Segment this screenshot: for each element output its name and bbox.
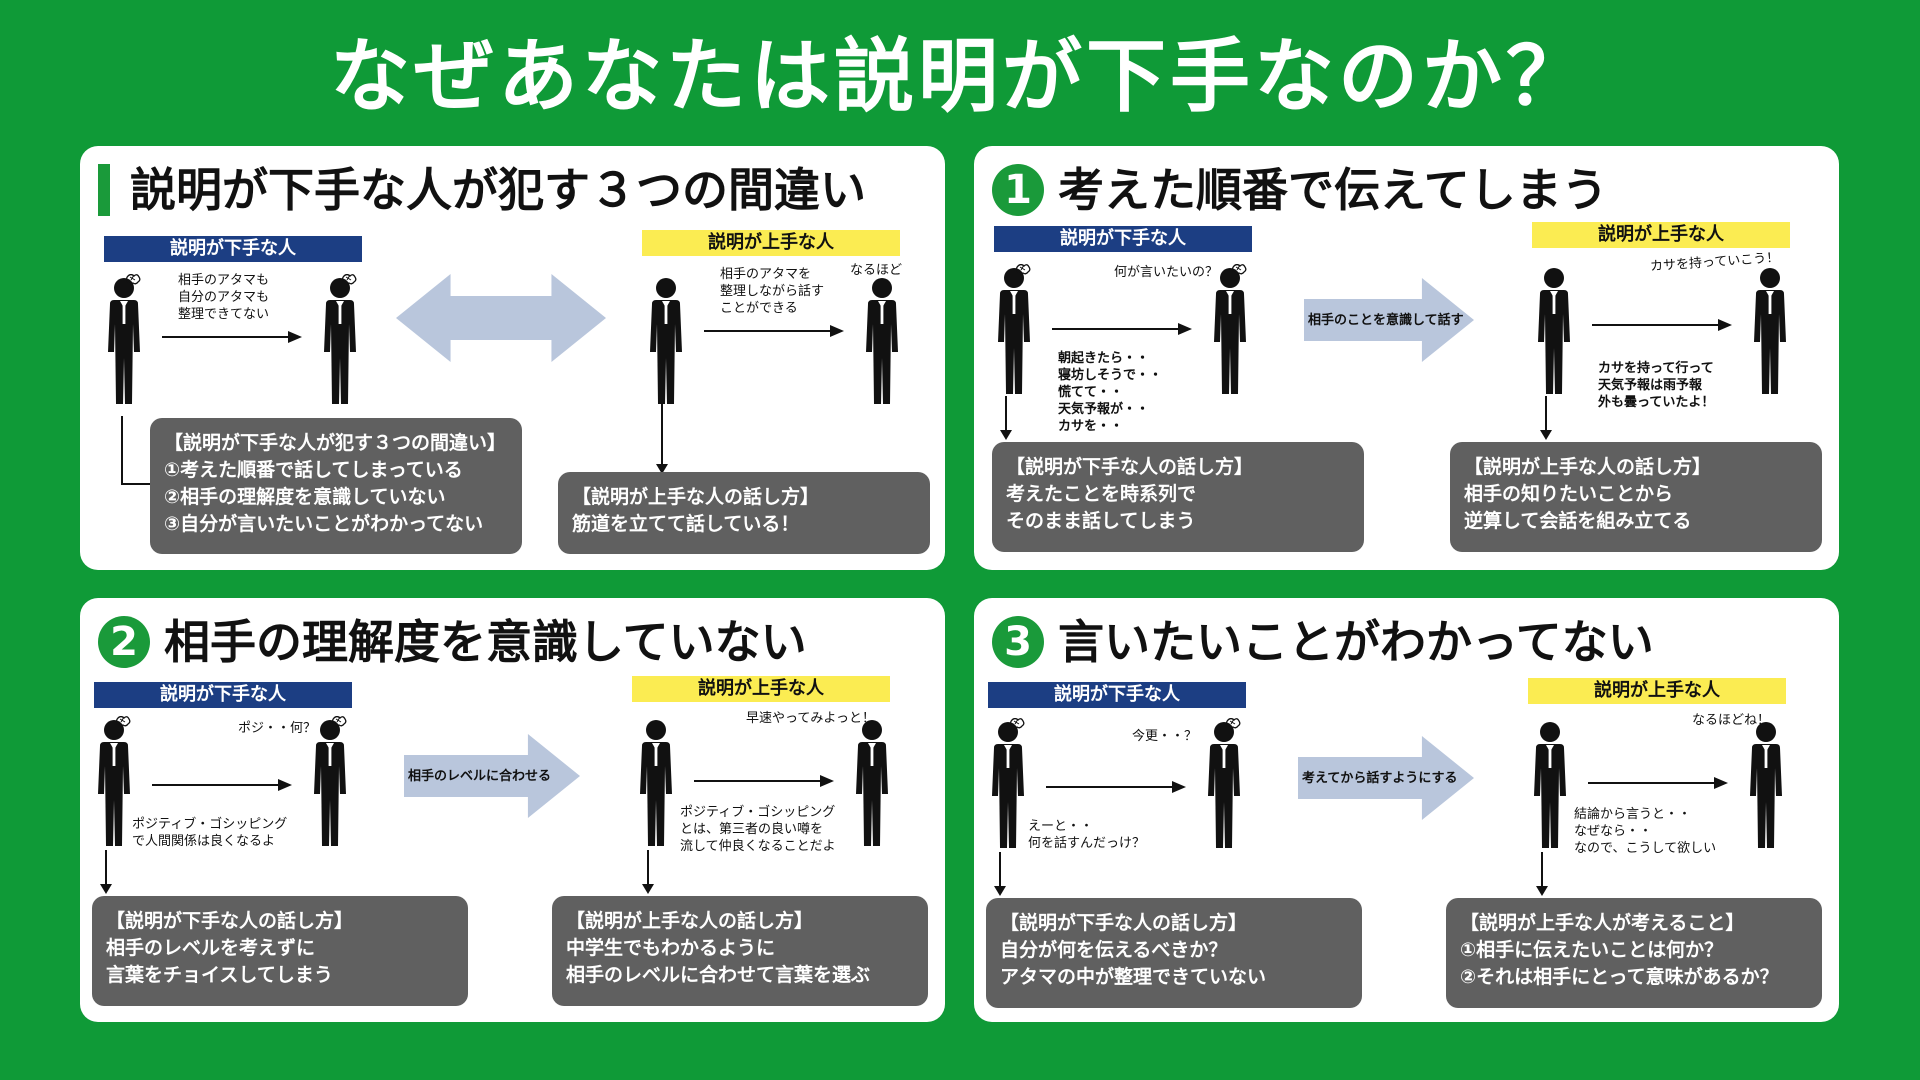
speech-text: 結論から言うと・・なぜなら・・なので、こうして欲しい — [1574, 807, 1717, 856]
page-title: なぜあなたは説明が下手なのか？ — [330, 30, 1590, 123]
speech-text: ポジティブ・ゴシッピングで人間関係は良くなるよ — [132, 817, 288, 849]
right-arrow-icon — [1046, 780, 1186, 794]
bad-speaker-label: 説明が下手な人 — [988, 682, 1246, 708]
right-big-arrow-icon — [404, 734, 580, 818]
heading-bar-mark — [98, 164, 110, 216]
bad-way-box: 【説明が下手な人の話し方】考えたことを時系列でそのまま話してしまう — [992, 442, 1364, 552]
down-arrow-icon — [1536, 852, 1548, 896]
double-arrow-icon — [396, 274, 606, 362]
person-figure-stressed — [94, 716, 134, 846]
right-arrow-icon — [704, 324, 844, 338]
reply-text: なるほど — [850, 263, 903, 278]
bad-way-box: 【説明が下手な人の話し方】自分が何を伝えるべきか？アタマの中が整理できていない — [986, 898, 1362, 1008]
down-arrow-icon — [1000, 396, 1012, 440]
number-badge: 2 — [98, 616, 150, 668]
right-arrow-icon — [152, 778, 292, 792]
panel-three-mistakes: 説明が下手な人が犯す３つの間違い 説明が下手な人 説明が上手な人 相手のアタマも… — [80, 146, 945, 570]
speech-text: カサを持って行って天気予報は雨予報外も曇っていたよ！ — [1598, 361, 1715, 410]
speech-text: えーと・・何を話すんだっけ？ — [1028, 819, 1146, 851]
person-figure — [862, 274, 902, 404]
good-way-box: 【説明が上手な人の話し方】中学生でもわかるように相手のレベルに合わせて言葉を選ぶ — [552, 896, 928, 1006]
good-speaker-label: 説明が上手な人 — [1528, 678, 1786, 704]
number-badge: 1 — [992, 164, 1044, 216]
person-figure — [852, 716, 892, 846]
panel-mistake-3: 3 言いたいことがわかってない 説明が下手な人 説明が上手な人 今更・・？ えー… — [974, 598, 1839, 1022]
person-figure-stressed — [988, 718, 1028, 848]
reply-text: ポジ・・何？ — [238, 721, 317, 736]
person-figure — [1746, 718, 1786, 848]
down-arrow-icon — [656, 402, 668, 474]
person-figure-stressed — [1210, 264, 1250, 394]
person-figure-stressed — [994, 264, 1034, 394]
down-arrow-icon — [642, 850, 654, 894]
down-arrow-icon — [100, 850, 112, 894]
right-arrow-icon — [694, 774, 834, 788]
reply-text: なるほどね！ — [1692, 713, 1771, 728]
bad-way-box: 【説明が下手な人の話し方】相手のレベルを考えずに言葉をチョイスしてしまう — [92, 896, 468, 1006]
good-way-box: 【説明が上手な人の話し方】相手の知りたいことから逆算して会話を組み立てる — [1450, 442, 1822, 552]
right-big-arrow-icon — [1304, 278, 1474, 362]
person-figure-stressed — [310, 716, 350, 846]
right-arrow-icon — [1592, 318, 1732, 332]
bad-speaker-label: 説明が下手な人 — [994, 226, 1252, 252]
good-way-box: 【説明が上手な人の話し方】筋道を立てて話している！ — [558, 472, 930, 554]
speech-text: 相手のアタマを整理しながら話すことができる — [720, 267, 825, 316]
person-figure — [646, 274, 686, 404]
reply-text: 何が言いたいの？ — [1114, 265, 1219, 280]
good-speaker-label: 説明が上手な人 — [642, 230, 900, 256]
person-figure-stressed — [320, 274, 360, 404]
reply-text: 早速やってみよっと！ — [746, 711, 875, 726]
right-arrow-icon — [1588, 776, 1728, 790]
person-figure — [1534, 264, 1574, 394]
good-speaker-label: 説明が上手な人 — [632, 676, 890, 702]
arrow-caption: 考えてから話すようにする — [1302, 771, 1458, 786]
speech-text: 相手のアタマも自分のアタマも整理できてない — [178, 273, 270, 322]
right-arrow-icon — [1052, 322, 1192, 336]
panel-heading: 2 相手の理解度を意識していない — [98, 612, 935, 672]
number-badge: 3 — [992, 616, 1044, 668]
person-figure — [1530, 718, 1570, 848]
right-arrow-icon — [162, 330, 302, 344]
reply-text: 今更・・？ — [1132, 729, 1198, 744]
panel-mistake-1: 1 考えた順番で伝えてしまう 説明が下手な人 説明が上手な人 何が言いたいの？ … — [974, 146, 1839, 570]
person-figure — [1750, 264, 1790, 394]
person-figure — [636, 716, 676, 846]
speech-text: ポジティブ・ゴシッピングとは、第三者の良い噂を流して仲良くなることだよ — [680, 805, 836, 854]
person-figure-stressed — [104, 274, 144, 404]
panel-heading: 説明が下手な人が犯す３つの間違い — [98, 160, 935, 220]
speech-text: 朝起きたら・・寝坊しそうで・・慌てて・・天気予報が・・カサを・・ — [1058, 351, 1163, 434]
good-speaker-label: 説明が上手な人 — [1532, 222, 1790, 248]
bad-speaker-label: 説明が下手な人 — [94, 682, 352, 708]
down-arrow-icon — [1540, 396, 1552, 440]
right-big-arrow-icon — [1298, 736, 1474, 820]
panel-mistake-2: 2 相手の理解度を意識していない 説明が下手な人 説明が上手な人 ポジ・・何？ … — [80, 598, 945, 1022]
panel-heading: 3 言いたいことがわかってない — [992, 612, 1829, 672]
down-arrow-icon — [994, 852, 1006, 896]
panel-heading: 1 考えた順番で伝えてしまう — [992, 160, 1829, 220]
good-way-box: 【説明が上手な人が考えること】①相手に伝えたいことは何か？②それは相手にとって意… — [1446, 898, 1822, 1008]
bad-speaker-label: 説明が下手な人 — [104, 236, 362, 262]
arrow-caption: 相手のレベルに合わせる — [408, 769, 552, 784]
person-figure-stressed — [1204, 718, 1244, 848]
arrow-caption: 相手のことを意識して話す — [1308, 313, 1464, 328]
